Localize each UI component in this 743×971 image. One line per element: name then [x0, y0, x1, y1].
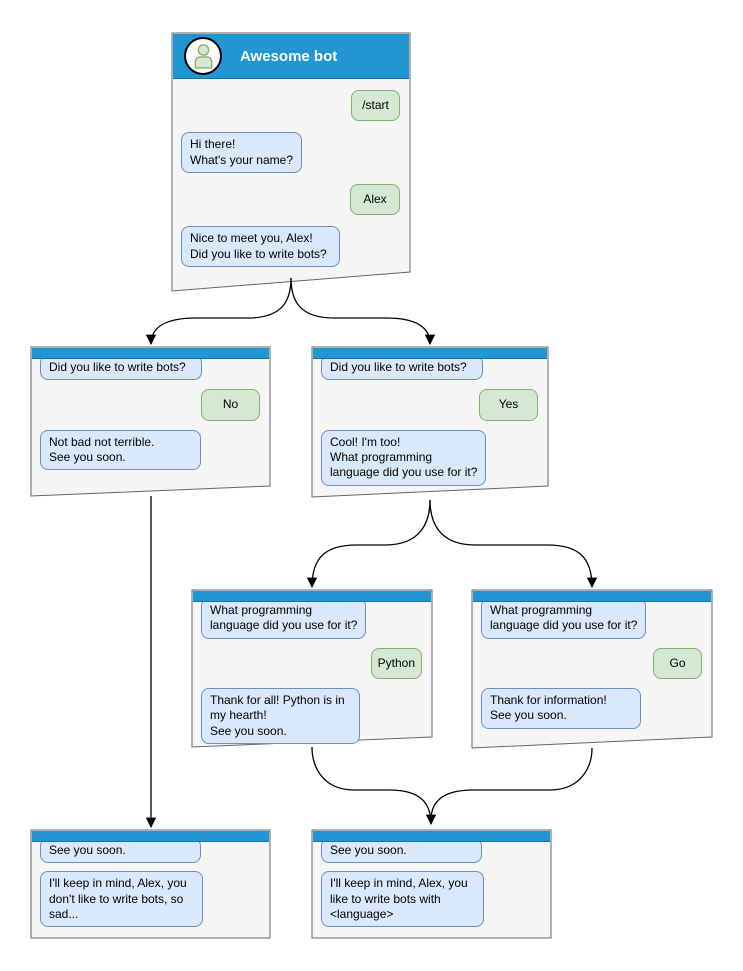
bot-message-bubble: Did you like to write bots?: [40, 355, 202, 381]
window-titlebar: [193, 591, 431, 602]
bot-message-bubble: I'll keep in mind, Alex, you don't like …: [40, 871, 203, 928]
chat-window-branch-no: Did you like to write bots? No Not bad n…: [31, 347, 270, 471]
connector-python-to-end: [311, 746, 437, 826]
connector-go-to-end: [430, 747, 593, 821]
window-titlebar: [473, 591, 711, 602]
bot-message-bubble: What programming language did you use fo…: [481, 598, 647, 639]
window-title: Awesome bot: [240, 47, 338, 65]
bot-message-bubble: What programming language did you use fo…: [201, 598, 367, 639]
bot-message-bubble: Cool! I'm too! What programming language…: [321, 429, 487, 486]
chat-window-branch-yes: Did you like to write bots? Yes Cool! I'…: [312, 347, 548, 486]
window-titlebar: Awesome bot: [173, 34, 409, 79]
bot-message-bubble: See you soon.: [321, 838, 482, 864]
person-icon: [194, 44, 212, 69]
window-titlebar: [313, 831, 550, 842]
window-titlebar: [313, 348, 547, 359]
chat-window-lang-python: What programming language did you use fo…: [192, 590, 432, 745]
user-message-bubble: No: [201, 389, 260, 421]
window-titlebar: [32, 831, 269, 842]
user-message-bubble: Alex: [350, 184, 400, 216]
bot-message-bubble: Did you like to write bots?: [321, 355, 483, 381]
chat-window-lang-go: What programming language did you use fo…: [472, 590, 712, 729]
user-message-bubble: /start: [351, 90, 400, 122]
chat-window-main: Awesome bot /start Hi there! What's your…: [172, 33, 410, 268]
bot-message-bubble: Nice to meet you, Alex! Did you like to …: [181, 226, 340, 268]
chat-window-end-no: See you soon. I'll keep in mind, Alex, y…: [31, 830, 270, 928]
bot-message-bubble: Thank for all! Python is in my hearth! S…: [201, 688, 360, 745]
user-message-bubble: Python: [370, 647, 422, 680]
bot-message-bubble: Hi there! What's your name?: [181, 132, 303, 174]
chat-window-end-yes: See you soon. I'll keep in mind, Alex, y…: [312, 830, 551, 928]
avatar: [184, 37, 222, 75]
user-message-bubble: Yes: [479, 389, 538, 421]
bot-message-bubble: Not bad not terrible. See you soon.: [40, 429, 201, 471]
connector-yes-to-python: [306, 499, 431, 589]
bot-message-bubble: Thank for information! See you soon.: [481, 688, 641, 729]
connector-main-to-yes: [290, 277, 436, 346]
connector-main-to-no: [145, 277, 292, 346]
user-message-bubble: Go: [653, 647, 702, 680]
bot-message-bubble: I'll keep in mind, Alex, you like to wri…: [321, 871, 484, 928]
connector-yes-to-go: [429, 499, 598, 589]
window-titlebar: [32, 348, 269, 359]
